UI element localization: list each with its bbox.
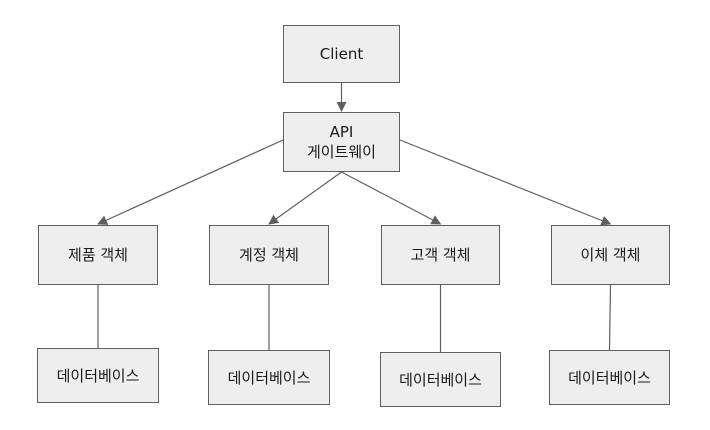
database-label: 데이터베이스 (56, 366, 140, 385)
api-gateway-label-line2: 게이트웨이 (306, 143, 376, 161)
api-gateway-label-line1: API (329, 123, 354, 141)
database-label: 데이터베이스 (399, 370, 482, 389)
service-box-account: 계정 객체 (209, 225, 329, 285)
database-label: 데이터베이스 (227, 368, 311, 387)
service-label: 고객 객체 (410, 246, 471, 264)
connector-gateway-to-service-2 (341, 171, 442, 225)
service-label: 계정 객체 (239, 246, 299, 264)
database-box-customer: 데이터베이스 (380, 352, 501, 407)
database-box-product: 데이터베이스 (37, 348, 159, 403)
connector-gateway-to-service-1 (268, 171, 342, 225)
database-box-account: 데이터베이스 (208, 350, 330, 405)
api-gateway-box: API 게이트웨이 (283, 112, 400, 172)
service-label: 제품 객체 (68, 246, 128, 264)
client-label: Client (319, 45, 364, 63)
service-box-customer: 고객 객체 (381, 225, 500, 285)
database-box-transfer: 데이터베이스 (549, 350, 670, 405)
connector-gateway-to-service-0 (97, 139, 284, 225)
connector-gateway-to-service-3 (399, 139, 612, 226)
service-box-product: 제품 객체 (38, 225, 158, 285)
service-box-transfer: 이체 객체 (551, 225, 670, 285)
client-box: Client (283, 25, 400, 83)
database-label: 데이터베이스 (568, 368, 651, 387)
connector-service-3-to-db-3 (608, 284, 612, 351)
service-label: 이체 객체 (580, 246, 641, 264)
